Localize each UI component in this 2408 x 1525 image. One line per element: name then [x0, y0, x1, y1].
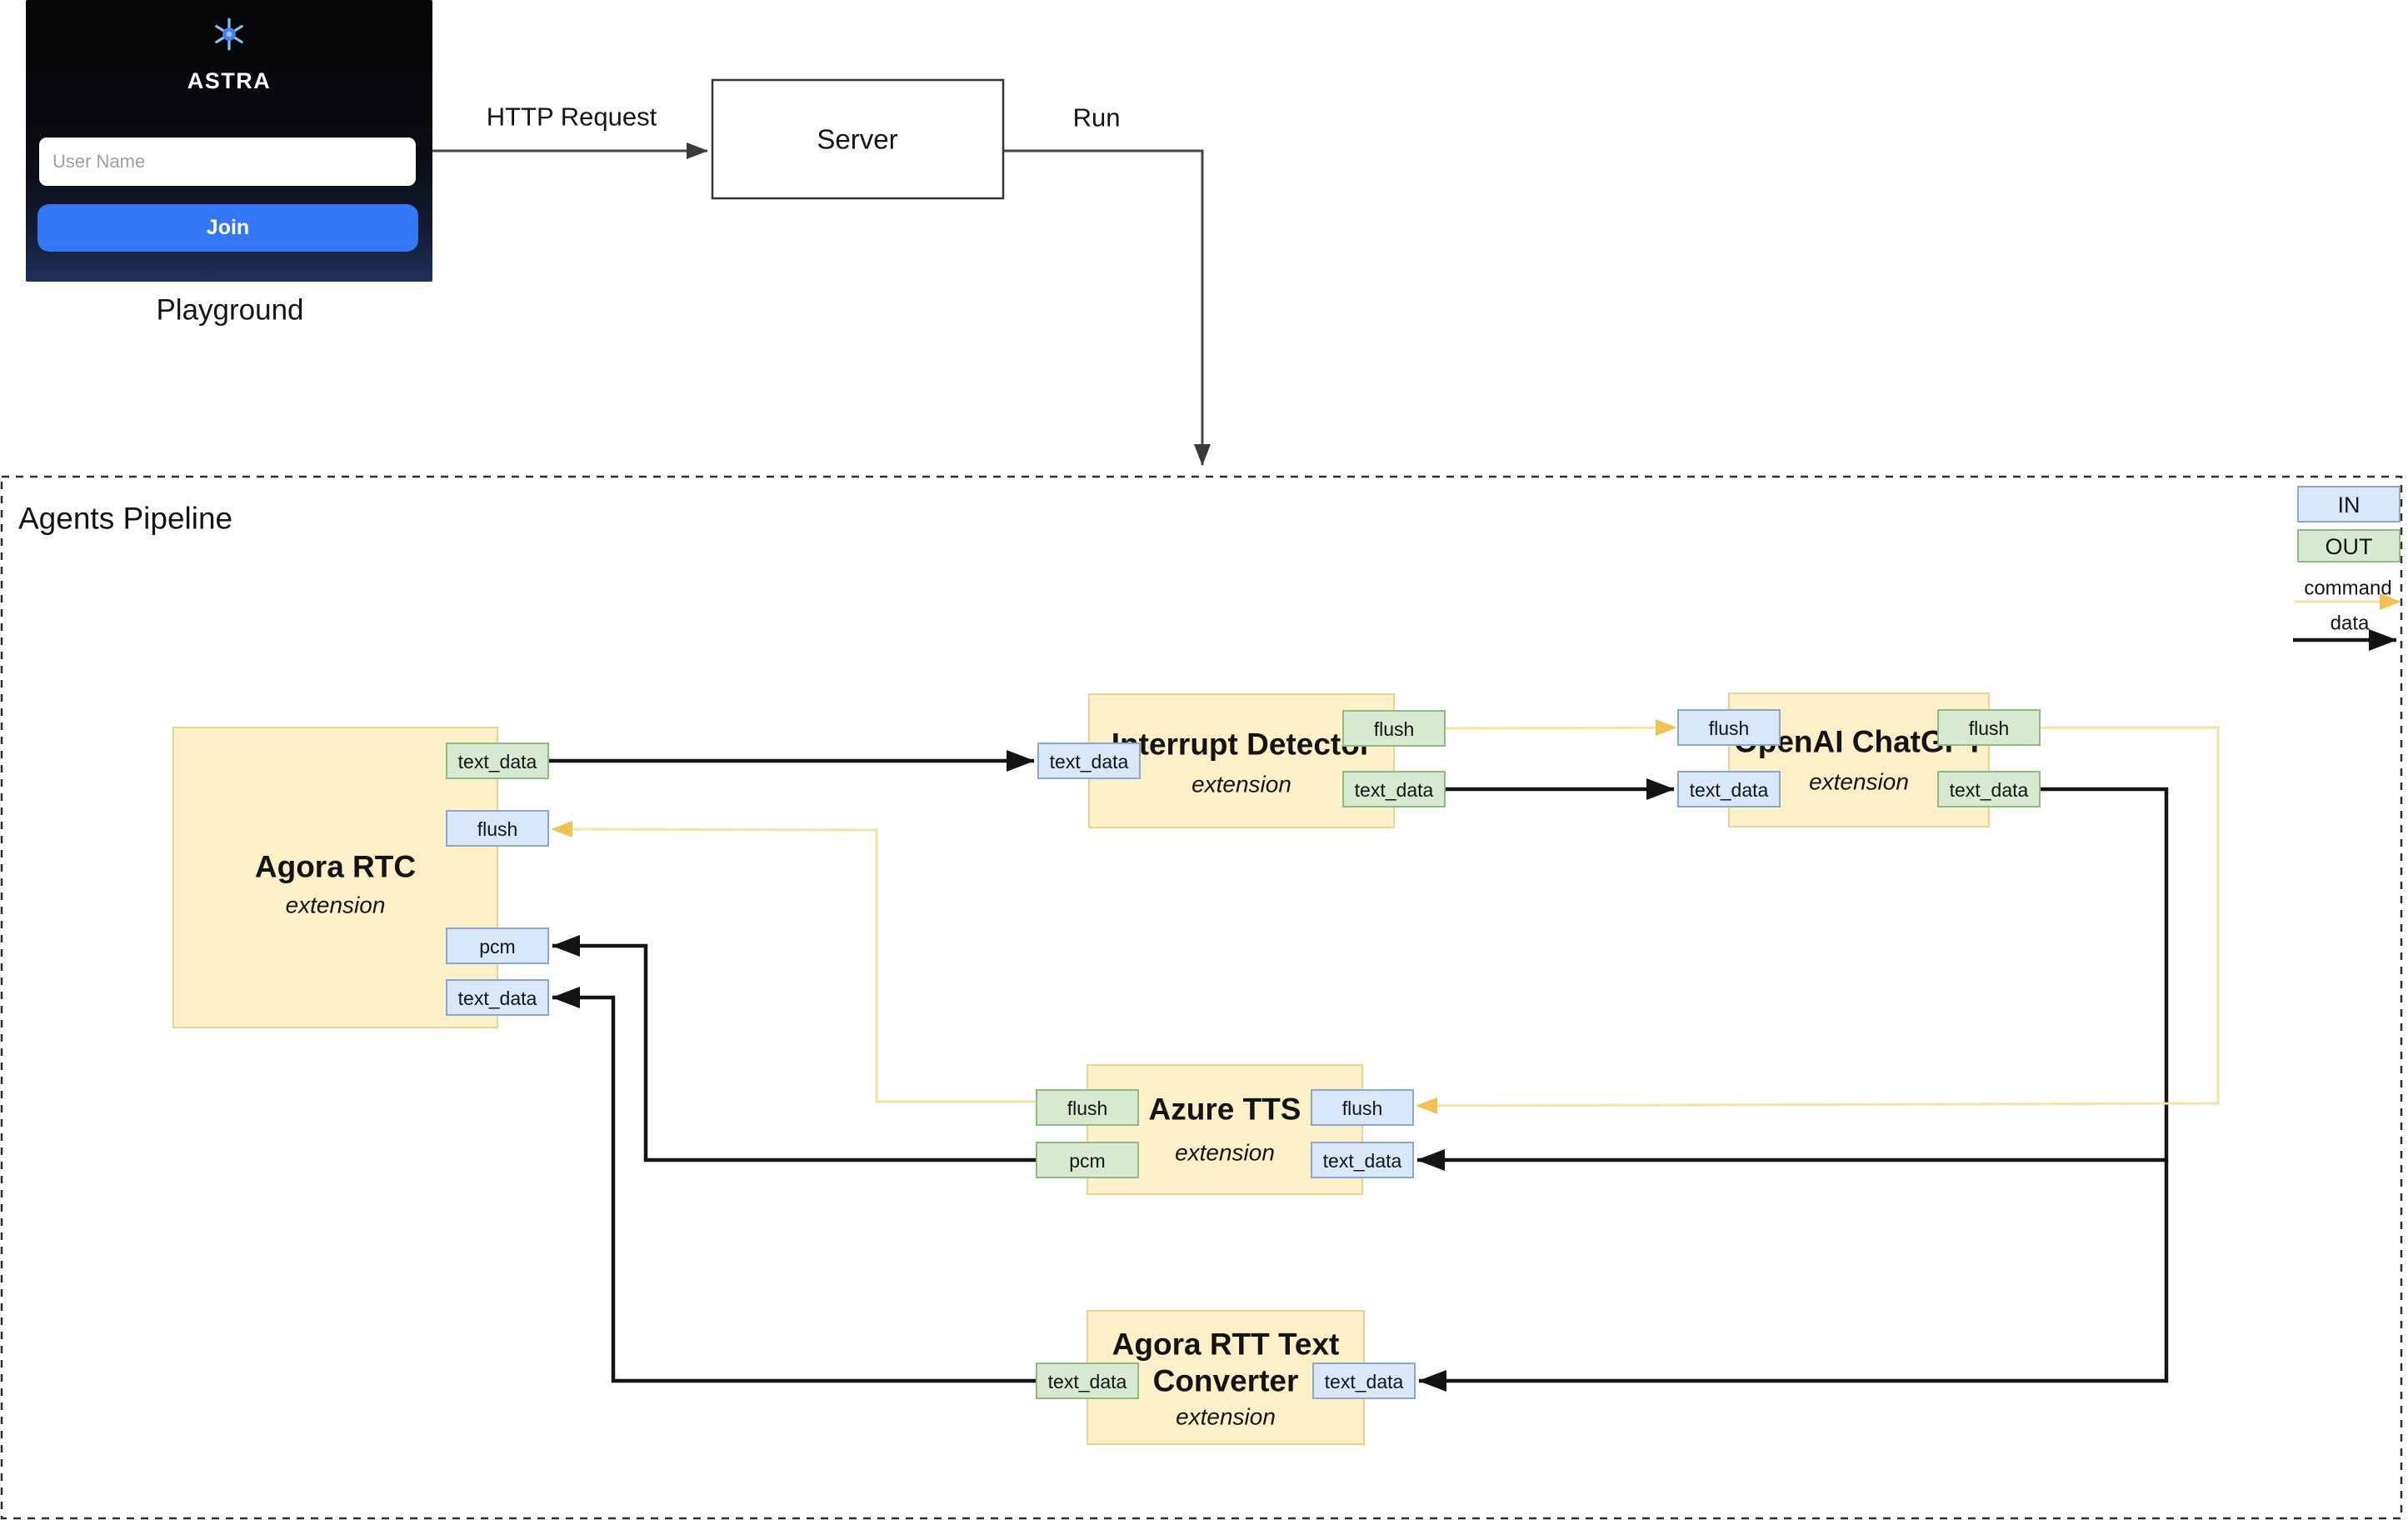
- edge-azure-flush-to-rtc: [551, 821, 1037, 1103]
- port-label: pcm: [1069, 1150, 1105, 1172]
- node-agora-rtc: [172, 727, 498, 1028]
- port-label: flush: [1067, 1098, 1108, 1119]
- port-label: flush: [1969, 718, 2010, 739]
- node-subtitle: extension: [1809, 769, 1909, 795]
- join-button[interactable]: Join: [37, 204, 418, 252]
- http-request-label: HTTP Request: [487, 102, 657, 132]
- port-azure-tts-out-pcm: [1036, 1142, 1139, 1178]
- legend-data-label: data: [2331, 612, 2370, 635]
- port-label: flush: [1374, 718, 1415, 740]
- legend-in-label: IN: [2338, 492, 2361, 518]
- port-label: flush: [1342, 1098, 1383, 1119]
- port-agora-rtt-text-converter-out-text_data: [1036, 1362, 1139, 1399]
- port-agora-rtt-text-converter-in-text_data: [1312, 1362, 1416, 1399]
- port-agora-rtc-in-text_data: [446, 979, 549, 1016]
- node-title: Azure TTS: [1149, 1092, 1301, 1127]
- port-agora-rtc-in-flush: [446, 810, 549, 847]
- port-label: flush: [1709, 718, 1750, 739]
- legend-out-swatch: [2297, 529, 2401, 562]
- port-azure-tts-in-text_data: [1311, 1142, 1414, 1178]
- node-subtitle: extension: [1192, 772, 1291, 798]
- port-label: text_data: [1325, 1371, 1404, 1392]
- port-azure-tts-in-flush: [1311, 1089, 1414, 1126]
- port-label: text_data: [1690, 779, 1769, 801]
- server-label: Server: [817, 124, 897, 155]
- port-label: text_data: [458, 751, 537, 772]
- agents-pipeline-frame: [0, 475, 2403, 1520]
- port-interrupt-detector-out-flush: [1342, 710, 1446, 747]
- port-agora-rtc-out-text_data: [446, 742, 549, 779]
- port-interrupt-detector-out-text_data: [1342, 771, 1446, 808]
- edge-gpt-textdata-to-converter: [1418, 1160, 2169, 1392]
- port-label: text_data: [1050, 751, 1129, 772]
- app-title: ASTRA: [187, 68, 272, 93]
- edge-azure-pcm-to-rtc: [552, 935, 1037, 1162]
- node-title: Agora RTC: [255, 850, 416, 884]
- username-input[interactable]: [39, 138, 416, 186]
- node-subtitle: extension: [1175, 1140, 1275, 1166]
- legend-out-label: OUT: [2326, 534, 2373, 559]
- port-label: text_data: [458, 988, 537, 1009]
- port-azure-tts-out-flush: [1036, 1089, 1139, 1126]
- port-openai-chatgpt-in-text_data: [1677, 771, 1781, 808]
- port-openai-chatgpt-in-flush: [1677, 709, 1781, 746]
- port-openai-chatgpt-out-text_data: [1937, 771, 2041, 808]
- node-title: Interrupt Detector: [1112, 728, 1371, 762]
- node-subtitle: extension: [1176, 1404, 1276, 1430]
- pipeline-layer: Agora RTC extension Interrupt Detector exte…: [172, 142, 2401, 1445]
- edge-gpt-flush-to-azure: [1416, 726, 2220, 1114]
- node-subtitle: extension: [286, 892, 386, 918]
- edge-gpt-textdata-to-azure: [1416, 787, 2169, 1171]
- edge-server-run-to-pipeline: [1003, 149, 1211, 466]
- astra-logo-icon: [215, 18, 243, 51]
- port-label: text_data: [1323, 1150, 1402, 1172]
- agents-pipeline-title: Agents Pipeline: [18, 502, 232, 536]
- edge-converter-textdata-to-rtc: [552, 987, 1037, 1383]
- port-label: pcm: [479, 936, 515, 958]
- legend: IN OUT command data: [2297, 486, 2401, 635]
- playground-caption: Playground: [156, 294, 303, 327]
- run-label: Run: [1073, 103, 1121, 132]
- legend-command-label: command: [2304, 578, 2391, 600]
- port-label: text_data: [1950, 779, 2029, 801]
- port-label: flush: [477, 818, 518, 840]
- port-agora-rtc-in-pcm: [446, 928, 549, 964]
- node-title: Converter: [1153, 1364, 1299, 1398]
- port-interrupt-detector-in-text_data: [1037, 742, 1141, 779]
- port-openai-chatgpt-out-flush: [1937, 709, 2041, 746]
- playground-card: ASTRA Join: [26, 0, 432, 282]
- legend-in-swatch: [2297, 486, 2401, 522]
- node-title: Agora RTT Text: [1112, 1328, 1340, 1362]
- port-label: text_data: [1048, 1371, 1127, 1392]
- server-box: [711, 78, 1005, 200]
- port-label: text_data: [1355, 779, 1434, 801]
